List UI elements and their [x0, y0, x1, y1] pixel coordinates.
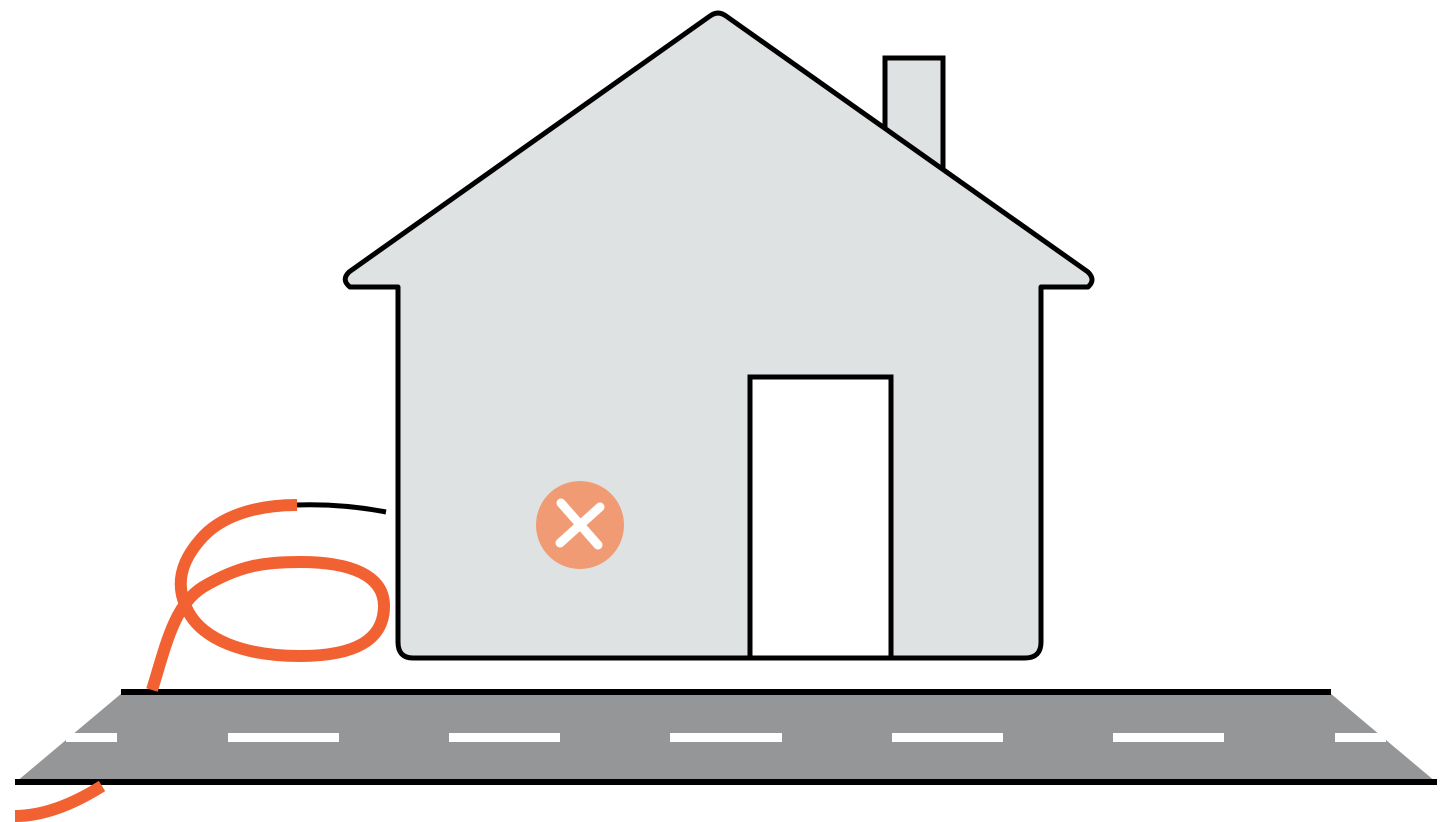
- status-marker: [536, 481, 624, 569]
- road-dash: [1113, 733, 1224, 742]
- road-lane-markings: [66, 733, 1386, 742]
- cable-connector-end: [297, 505, 386, 512]
- road-dash: [449, 733, 560, 742]
- road-dash: [66, 733, 117, 742]
- road-dash: [670, 733, 782, 742]
- house-door: [750, 377, 891, 658]
- house-body: [345, 13, 1092, 658]
- road-dash: [228, 733, 339, 742]
- road-dash: [1335, 733, 1386, 742]
- road-dash: [892, 733, 1003, 742]
